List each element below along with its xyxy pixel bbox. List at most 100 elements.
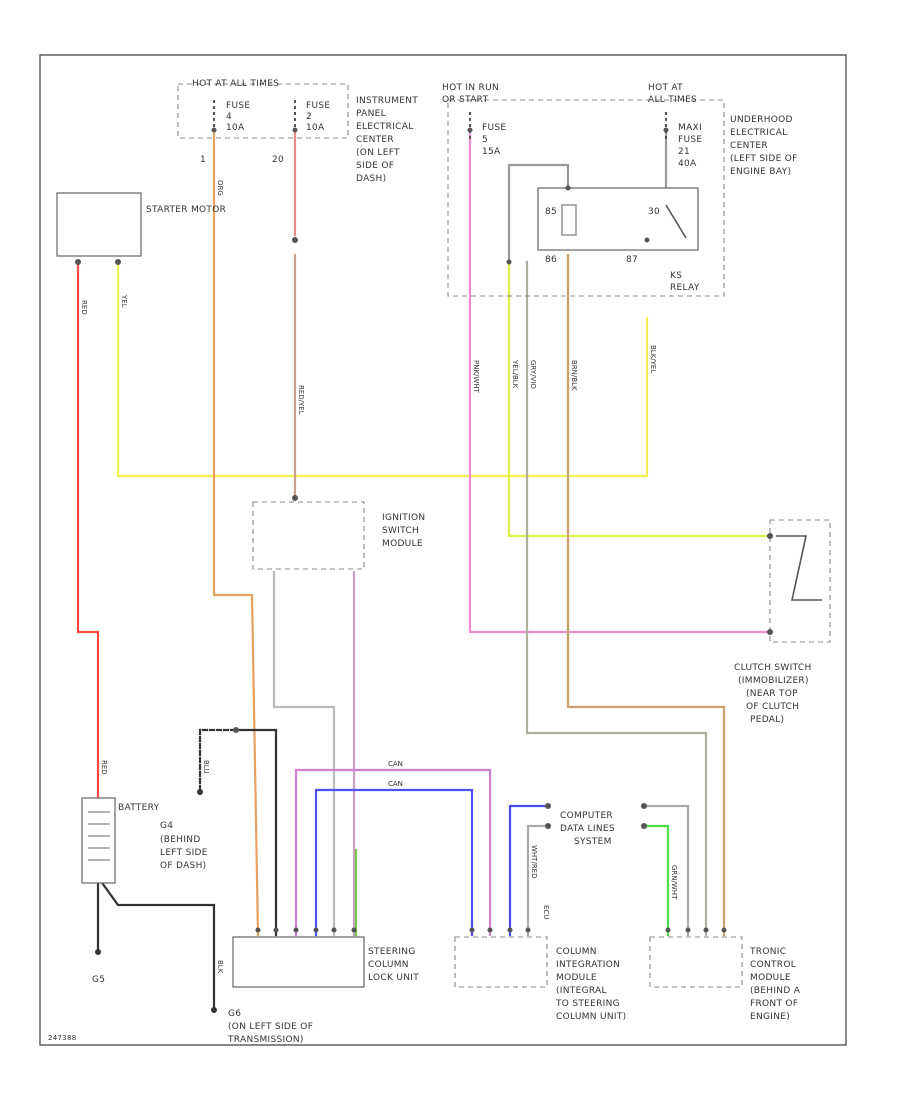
battery-label: BATTERY — [118, 803, 160, 813]
svg-text:86: 86 — [545, 255, 557, 265]
ground-g5-icon — [95, 949, 101, 955]
underhood-fuse-box — [447, 99, 725, 297]
svg-text:(INTEGRAL: (INTEGRAL — [556, 986, 607, 996]
svg-text:MAXI: MAXI — [678, 123, 702, 133]
instrument-fuse-4: FUSE 4 10A — [226, 101, 250, 133]
wire-label-ecu: ECU — [542, 905, 550, 919]
data-line-node-2 — [545, 823, 551, 829]
svg-text:CONTROL: CONTROL — [750, 960, 796, 970]
ground-g4-icon — [197, 789, 203, 795]
svg-text:MODULE: MODULE — [382, 539, 423, 549]
wire-label-wht-red: WHT/RED — [530, 845, 538, 879]
underhood-run-header: HOT IN RUN OR START — [442, 83, 499, 105]
svg-text:OF CLUTCH: OF CLUTCH — [746, 702, 799, 712]
wire-label-blk: BLK — [216, 960, 224, 974]
ground-g6-label: G6 (ON LEFT SIDE OF TRANSMISSION) — [227, 1009, 313, 1045]
svg-text:SYSTEM: SYSTEM — [574, 837, 612, 847]
svg-text:ALL TIMES: ALL TIMES — [648, 95, 697, 105]
instrument-panel-label: INSTRUMENT PANEL ELECTRICAL CENTER (ON L… — [356, 96, 418, 184]
diagram-frame — [39, 54, 847, 1046]
wire-underhood-gray — [507, 163, 570, 264]
wire-relay-tronic-brown — [566, 253, 726, 937]
svg-text:TRANSMISSION): TRANSMISSION) — [227, 1035, 304, 1045]
instrument-fuse-box — [177, 83, 349, 139]
svg-text:4: 4 — [226, 112, 232, 122]
wire-can-blue — [314, 788, 474, 937]
svg-text:(LEFT SIDE OF: (LEFT SIDE OF — [730, 154, 798, 164]
svg-text:(NEAR TOP: (NEAR TOP — [746, 689, 798, 699]
diagram-id: 247388 — [48, 1034, 77, 1042]
svg-text:COLUMN: COLUMN — [556, 947, 597, 957]
connector-dots — [75, 127, 773, 933]
wire-yelgrn-clutch — [507, 260, 772, 538]
svg-text:HOT IN RUN: HOT IN RUN — [442, 83, 499, 93]
pin-1: 1 — [200, 155, 206, 165]
wire-label-gry-vio: GRY/VIO — [529, 360, 537, 389]
svg-text:(BEHIND A: (BEHIND A — [750, 986, 801, 996]
svg-text:5: 5 — [482, 135, 488, 145]
wire-label-blk-yel: BLK/YEL — [649, 345, 657, 373]
wire-starter-relay-yellow — [116, 260, 649, 478]
svg-text:G6: G6 — [228, 1009, 241, 1019]
wire-starter-battery-red — [76, 260, 100, 802]
starter-motor — [56, 192, 142, 257]
svg-text:SWITCH: SWITCH — [382, 526, 419, 536]
wire-battery-ground — [98, 878, 216, 1012]
svg-text:DASH): DASH) — [356, 174, 386, 184]
svg-text:FRONT OF: FRONT OF — [750, 999, 798, 1009]
ks-relay — [537, 187, 699, 251]
svg-text:PANEL: PANEL — [356, 109, 386, 119]
wire-data-green — [642, 824, 670, 937]
underhood-all-header: HOT AT ALL TIMES — [648, 83, 697, 105]
svg-text:LOCK UNIT: LOCK UNIT — [368, 973, 419, 983]
wire-fuse4-orange — [212, 128, 260, 937]
battery-cells-icon — [88, 811, 110, 861]
wire-label-yel-starter: YEL — [120, 294, 128, 308]
svg-text:FUSE: FUSE — [482, 123, 506, 133]
battery — [81, 797, 116, 884]
svg-text:(BEHIND: (BEHIND — [160, 835, 201, 845]
svg-text:30: 30 — [648, 207, 660, 217]
svg-text:85: 85 — [545, 207, 557, 217]
svg-text:FUSE: FUSE — [678, 135, 702, 145]
wire-label-org: ORG — [216, 180, 224, 196]
svg-text:DATA LINES: DATA LINES — [560, 824, 615, 834]
underhood-fuse-5: FUSE 5 15A — [482, 123, 506, 157]
clutch-switch-contact-icon — [776, 535, 822, 601]
svg-text:2: 2 — [306, 112, 312, 122]
svg-text:INSTRUMENT: INSTRUMENT — [356, 96, 418, 106]
svg-text:OR START: OR START — [442, 95, 489, 105]
instrument-fuse-header: HOT AT ALL TIMES — [192, 79, 279, 89]
column-integration-module — [454, 936, 548, 988]
data-line-node-4 — [641, 823, 647, 829]
column-module-label: COLUMN INTEGRATION MODULE (INTEGRAL TO S… — [555, 947, 626, 1022]
underhood-maxi-fuse: MAXI FUSE 21 40A — [678, 123, 702, 169]
svg-text:40A: 40A — [678, 159, 697, 169]
svg-text:HOT AT: HOT AT — [648, 83, 683, 93]
svg-text:G4: G4 — [160, 821, 173, 831]
ground-g5-label: G5 — [92, 975, 105, 985]
relay-coil-icon — [561, 204, 577, 236]
svg-text:ENGINE): ENGINE) — [750, 1012, 790, 1022]
svg-text:TRONIC: TRONIC — [749, 947, 786, 957]
steering-column-lock-unit — [232, 936, 365, 988]
svg-text:COMPUTER: COMPUTER — [560, 811, 613, 821]
wire-label-can-1: CAN — [388, 760, 403, 768]
wire-ignition-out-left — [272, 570, 336, 937]
tronic-module-label: TRONIC CONTROL MODULE (BEHIND A FRONT OF… — [749, 947, 801, 1022]
svg-text:COLUMN: COLUMN — [368, 960, 409, 970]
svg-text:87: 87 — [626, 255, 638, 265]
svg-text:UNDERHOOD: UNDERHOOD — [730, 115, 793, 125]
svg-text:CENTER: CENTER — [356, 135, 394, 145]
tronic-control-module — [649, 936, 743, 988]
svg-text:15A: 15A — [482, 147, 501, 157]
svg-text:CLUTCH SWITCH: CLUTCH SWITCH — [734, 663, 812, 673]
instrument-fuse-2: FUSE 2 10A — [306, 101, 330, 133]
wire-label-pnk-wht: PNK/WHT — [472, 360, 480, 394]
svg-text:INTEGRATION: INTEGRATION — [556, 960, 620, 970]
relay-label: KS RELAY — [670, 271, 700, 293]
svg-text:SIDE OF: SIDE OF — [356, 161, 394, 171]
starter-motor-label: STARTER MOTOR — [146, 205, 226, 215]
svg-text:10A: 10A — [306, 123, 325, 133]
wire-label-grn-wht: GRN/WHT — [670, 865, 678, 900]
